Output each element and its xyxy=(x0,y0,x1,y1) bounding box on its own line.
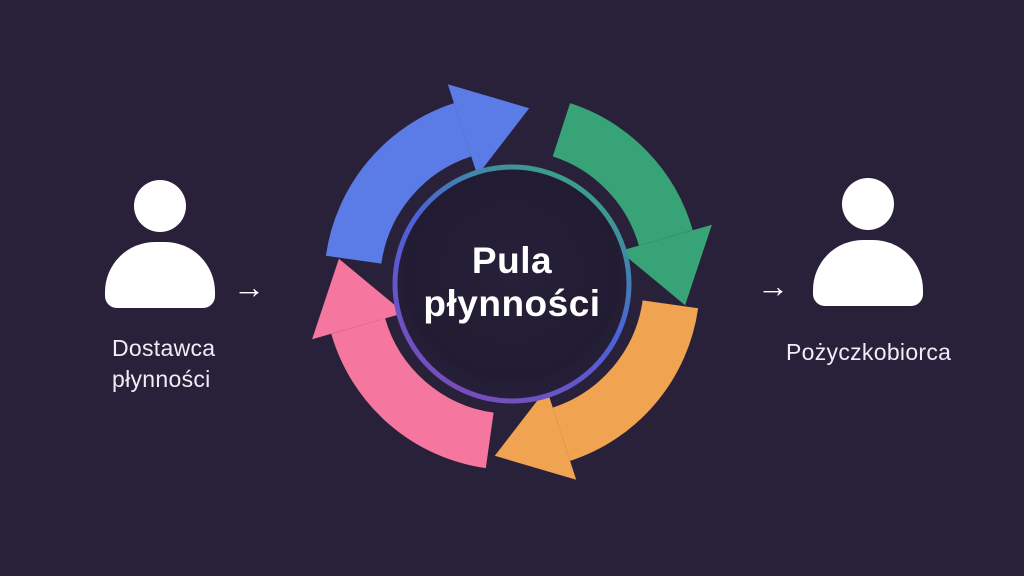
liquidity-provider-figure xyxy=(105,180,215,308)
liquidity-provider-label-line2: płynności xyxy=(112,366,211,393)
cycle-arrow-top-left-head xyxy=(447,84,530,176)
liquidity-provider-label: Dostawca płynności xyxy=(112,333,215,395)
cycle-arrow-top-left-arc xyxy=(325,103,472,265)
person-icon xyxy=(134,180,186,232)
person-icon xyxy=(842,178,894,230)
cycle-arrow-bottom-left xyxy=(312,258,495,469)
pool-title-line1: Pula xyxy=(471,240,553,281)
cycle-arrow-top-right-head xyxy=(619,224,712,306)
cycle-arrow-bottom-right-head xyxy=(494,388,577,480)
pool-title-line2: płynności xyxy=(423,282,601,324)
person-icon-body xyxy=(105,242,215,308)
cycle-arrow-bottom-left-head xyxy=(312,258,405,340)
person-icon-body xyxy=(813,240,923,306)
pool-title: Pula płynności xyxy=(397,240,627,325)
borrower-figure xyxy=(813,178,923,306)
cycle-arrow-top-right xyxy=(552,103,712,306)
cycle-arrow-bottom-right-arc xyxy=(552,299,699,461)
cycle-arrow-top-left xyxy=(325,84,530,265)
cycle-arrow-top-right-arc xyxy=(552,103,693,247)
liquidity-provider-label-line1: Dostawca xyxy=(112,335,216,361)
right-arrow-icon: → xyxy=(233,269,265,305)
cycle-arrow-bottom-left-arc xyxy=(331,317,495,469)
borrower-label: Pożyczkobiorca xyxy=(786,339,952,365)
liquidity-pool-circle xyxy=(392,164,632,404)
right-arrow-icon: → xyxy=(757,268,789,304)
cycle-arrow-bottom-right xyxy=(494,299,699,480)
